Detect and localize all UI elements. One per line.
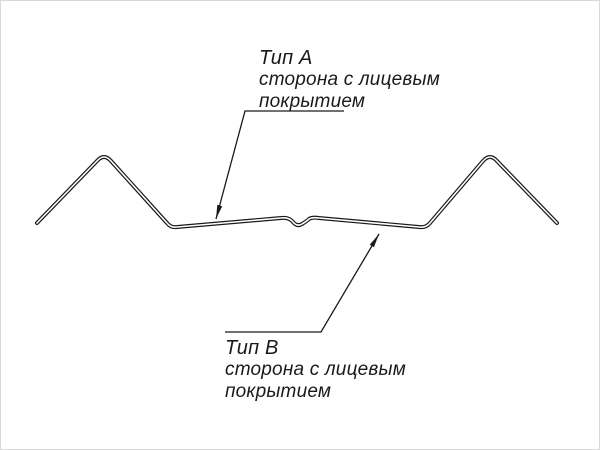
type-a-line1: сторона с лицевым — [259, 69, 440, 90]
type-b-title: Тип В — [225, 337, 279, 359]
type-a-leader-line — [215, 110, 344, 220]
type-b-arrowhead — [369, 234, 379, 248]
profile-outline-core — [36, 156, 558, 228]
type-a-line2: покрытием — [259, 91, 366, 112]
type-a-callout: Тип А сторона с лицевым покрытием — [259, 47, 440, 113]
type-a-title: Тип А — [259, 47, 313, 69]
type-b-line1: сторона с лицевым — [225, 359, 406, 380]
type-b-line2: покрытием — [225, 381, 332, 402]
type-a-arrowhead — [216, 204, 223, 219]
type-b-leader-line — [225, 233, 380, 333]
type-b-callout: Тип В сторона с лицевым покрытием — [225, 337, 406, 403]
profile-outline-outer — [35, 155, 559, 230]
